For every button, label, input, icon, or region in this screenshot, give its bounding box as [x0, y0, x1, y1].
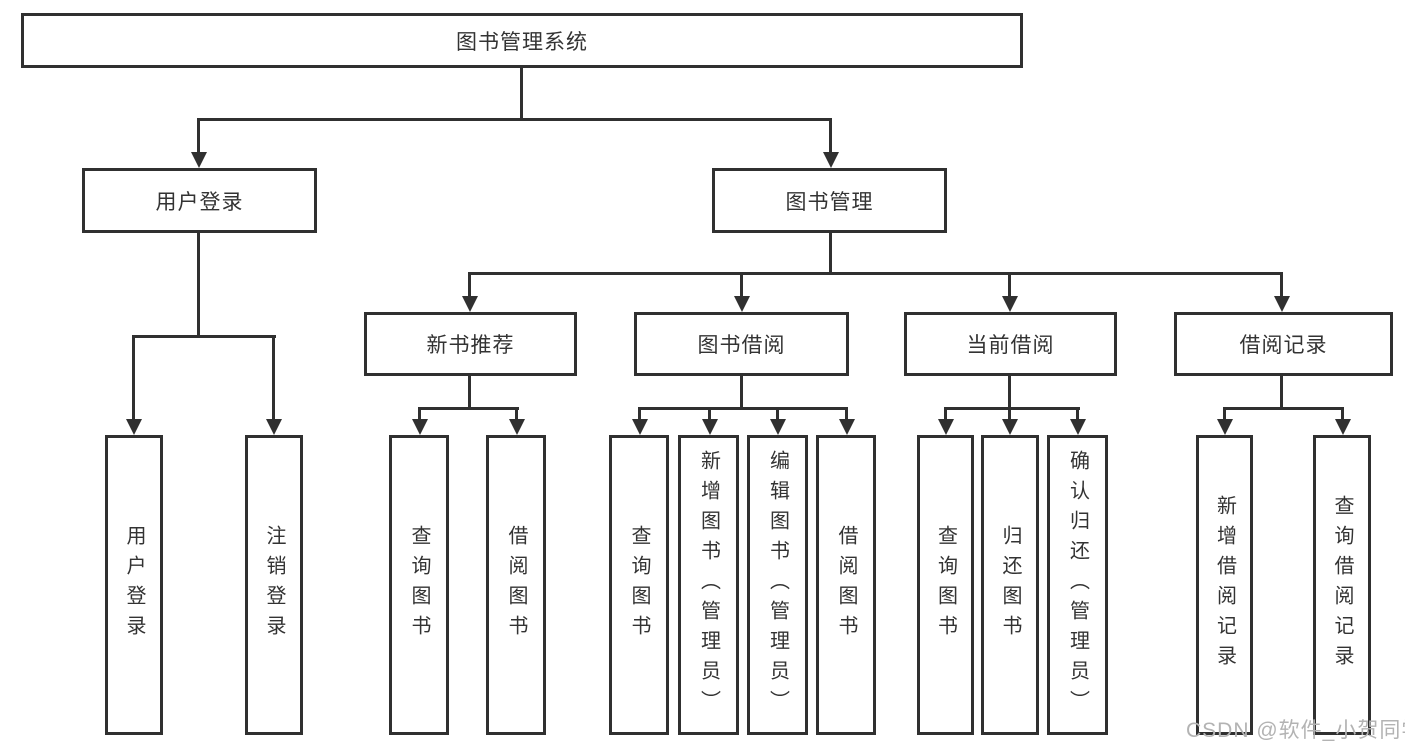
connector-arrowhead	[632, 419, 648, 435]
connector-arrowhead	[770, 419, 786, 435]
node-new-book-recommend: 新书推荐	[364, 312, 577, 376]
connector-stem	[1008, 407, 1011, 421]
connector-arrowhead	[266, 419, 282, 435]
node-label: 图书管理系统	[456, 30, 588, 54]
leaf-add-books-admin: 新增图书（管理员）	[678, 435, 739, 735]
connector-stem	[418, 407, 421, 421]
connector-arrowhead	[1274, 296, 1290, 312]
connector-root-splitter	[198, 118, 832, 121]
leaf-label: 查询借阅记录	[1331, 495, 1353, 675]
leaf-label: 确认归还（管理员）	[1066, 450, 1089, 720]
connector-arrowhead	[702, 419, 718, 435]
connector-stem	[740, 272, 743, 298]
connector-stem	[1280, 272, 1283, 298]
leaf-query-books-recommend: 查询图书	[389, 435, 449, 735]
leaf-label: 归还图书	[999, 525, 1021, 645]
leaf-logout: 注销登录	[245, 435, 303, 735]
connector-stem	[1008, 376, 1011, 409]
leaf-label: 借阅图书	[505, 525, 527, 645]
leaf-label: 查询图书	[628, 525, 650, 645]
node-label: 用户登录	[155, 190, 244, 214]
leaf-return-books: 归还图书	[981, 435, 1039, 735]
node-current-borrowing: 当前借阅	[904, 312, 1117, 376]
node-book-management: 图书管理	[712, 168, 947, 233]
leaf-query-books-current: 查询图书	[917, 435, 974, 735]
connector-stem	[197, 118, 200, 154]
connector-stem	[272, 335, 275, 421]
node-label: 当前借阅	[966, 334, 1055, 357]
connector-stem	[468, 376, 471, 409]
connector-stem	[776, 407, 779, 421]
leaf-label: 注销登录	[263, 525, 285, 645]
connector-arrowhead	[462, 296, 478, 312]
connector-bookmgmt-stem	[829, 233, 832, 274]
connector-splitter	[638, 407, 848, 410]
connector-stem	[1280, 376, 1283, 409]
connector-stem	[1008, 272, 1011, 298]
leaf-label: 用户登录	[123, 525, 145, 645]
connector-arrowhead	[1070, 419, 1086, 435]
leaf-edit-books-admin: 编辑图书（管理员）	[747, 435, 808, 735]
leaf-add-borrow-record: 新增借阅记录	[1196, 435, 1253, 735]
leaf-label: 查询图书	[408, 525, 430, 645]
connector-arrowhead	[412, 419, 428, 435]
connector-stem	[1076, 407, 1079, 421]
connector-splitter	[418, 407, 519, 410]
connector-splitter	[1223, 407, 1344, 410]
leaf-label: 新增借阅记录	[1213, 495, 1236, 675]
connector-arrowhead	[1335, 419, 1351, 435]
leaf-label: 查询图书	[934, 525, 957, 645]
connector-arrowhead	[1002, 296, 1018, 312]
connector-arrowhead	[1217, 419, 1233, 435]
connector-userlogin-splitter	[132, 335, 276, 338]
node-label: 图书管理	[785, 190, 874, 214]
connector-arrowhead	[734, 296, 750, 312]
leaf-borrow-books-borrowing: 借阅图书	[816, 435, 876, 735]
connector-userlogin-stem	[197, 233, 200, 338]
connector-arrowhead	[1002, 419, 1018, 435]
connector-stem	[638, 407, 641, 421]
connector-stem	[132, 335, 135, 421]
connector-stem	[1341, 407, 1344, 421]
connector-stem	[829, 118, 832, 154]
connector-stem	[1223, 407, 1226, 421]
leaf-label: 编辑图书（管理员）	[766, 450, 789, 720]
connector-arrowhead	[823, 152, 839, 168]
leaf-label: 新增图书（管理员）	[697, 450, 720, 720]
leaf-user-login: 用户登录	[105, 435, 163, 735]
connector-stem	[740, 376, 743, 409]
connector-stem	[944, 407, 947, 421]
leaf-borrow-books-recommend: 借阅图书	[486, 435, 546, 735]
node-library-management-system: 图书管理系统	[21, 13, 1023, 68]
node-borrowing-records: 借阅记录	[1174, 312, 1393, 376]
node-label: 新书推荐	[426, 334, 515, 357]
connector-stem	[515, 407, 518, 421]
leaf-label: 借阅图书	[835, 525, 857, 645]
node-label: 图书借阅	[697, 334, 786, 357]
connector-arrowhead	[191, 152, 207, 168]
connector-root-stem	[520, 68, 523, 120]
csdn-watermark: CSDN @软件_小贺同学	[1186, 719, 1405, 742]
leaf-query-books-borrowing: 查询图书	[609, 435, 669, 735]
node-label: 借阅记录	[1239, 334, 1328, 357]
connector-stem	[845, 407, 848, 421]
leaf-confirm-return-admin: 确认归还（管理员）	[1047, 435, 1108, 735]
connector-bookmgmt-splitter	[468, 272, 1282, 275]
leaf-query-borrow-record: 查询借阅记录	[1313, 435, 1371, 735]
connector-arrowhead	[509, 419, 525, 435]
node-book-borrowing: 图书借阅	[634, 312, 849, 376]
connector-arrowhead	[839, 419, 855, 435]
connector-arrowhead	[126, 419, 142, 435]
connector-arrowhead	[938, 419, 954, 435]
connector-stem	[708, 407, 711, 421]
connector-splitter	[944, 407, 1080, 410]
connector-stem	[468, 272, 471, 298]
node-user-login: 用户登录	[82, 168, 317, 233]
